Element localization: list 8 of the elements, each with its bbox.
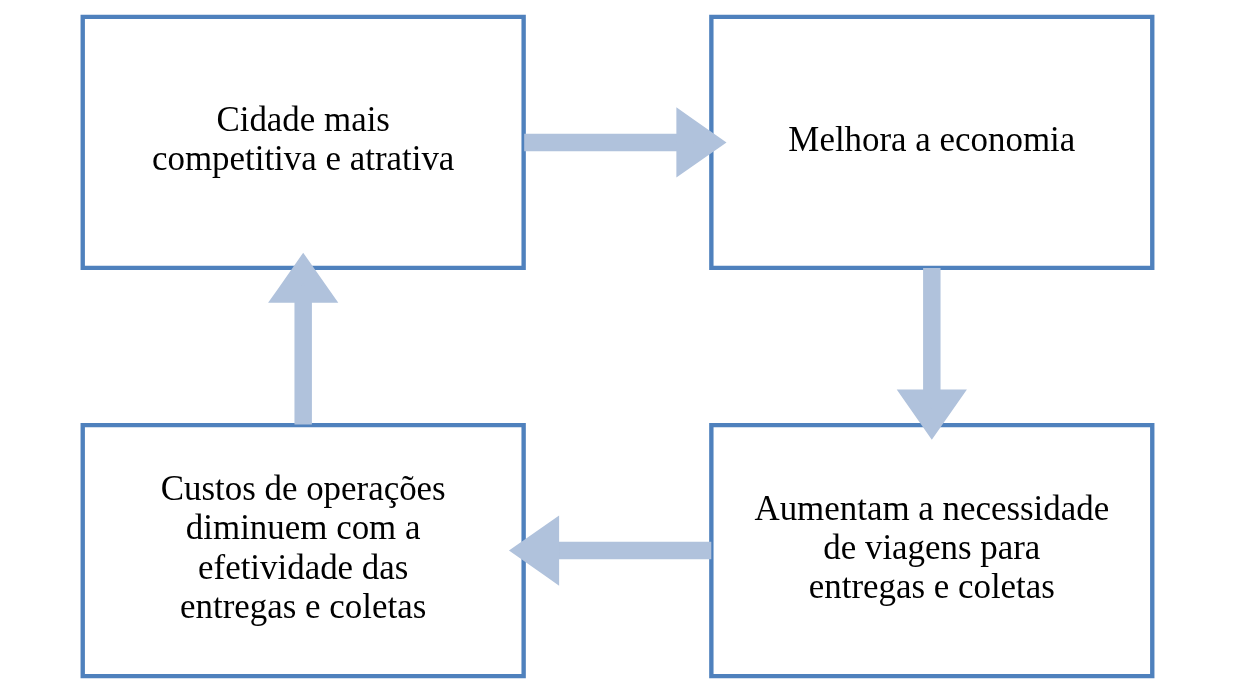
arrow [896,267,967,440]
node-box: Aumentam a necessidade de viagens para entregas e coletas [709,422,1155,679]
node-box: Cidade mais competitiva e atrativa [80,14,526,271]
arrow [524,107,727,178]
node-box: Custos de operações diminuem com a efetividade das entregas e coletas [80,422,526,679]
arrow [268,252,339,425]
arrow [508,515,712,586]
node-box: Melhora a economia [709,14,1155,271]
